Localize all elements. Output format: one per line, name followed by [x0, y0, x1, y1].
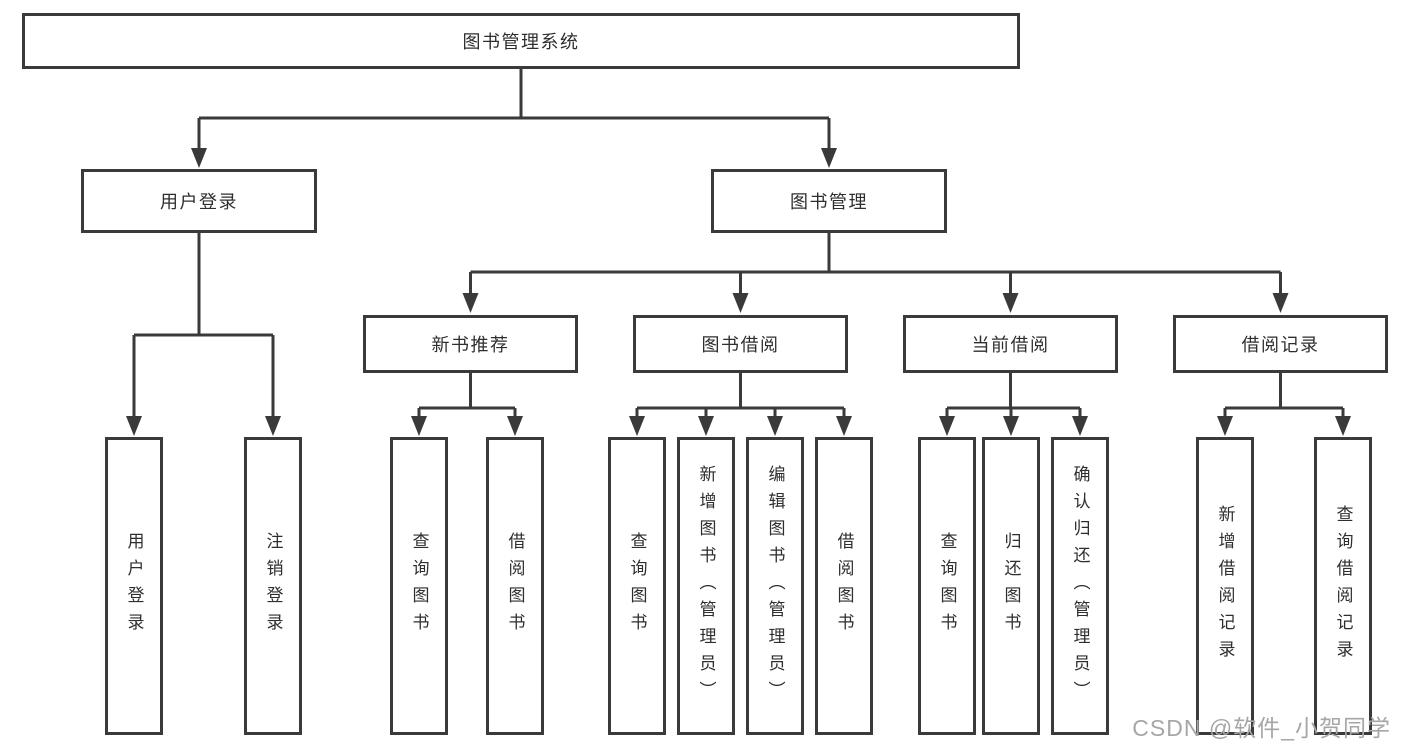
- leaf-bb-edit-books-admin-label: 编辑图书（管理员）: [765, 464, 785, 708]
- leaf-bb-borrow-books: 借阅图书: [815, 437, 873, 735]
- node-current-borrow: 当前借阅: [903, 315, 1118, 373]
- node-book-borrow: 图书借阅: [633, 315, 848, 373]
- leaf-br-query-borrow-record: 查询借阅记录: [1314, 437, 1372, 735]
- leaf-nb-query-books: 查询图书: [390, 437, 448, 735]
- leaf-nb-borrow-books: 借阅图书: [486, 437, 544, 735]
- leaf-cb-query-books: 查询图书: [918, 437, 976, 735]
- leaf-cb-confirm-return-admin-label: 确认归还（管理员）: [1070, 464, 1090, 708]
- node-root: 图书管理系统: [22, 13, 1020, 69]
- node-root-label: 图书管理系统: [462, 32, 580, 52]
- leaf-br-add-borrow-record: 新增借阅记录: [1196, 437, 1254, 735]
- leaf-bb-borrow-books-label: 借阅图书: [834, 532, 854, 640]
- node-borrow-records-label: 借阅记录: [1241, 335, 1320, 355]
- leaf-logout-label: 注销登录: [263, 532, 283, 640]
- node-current-borrow-label: 当前借阅: [971, 335, 1050, 355]
- node-user-login: 用户登录: [81, 169, 317, 233]
- leaf-bb-edit-books-admin: 编辑图书（管理员）: [746, 437, 804, 735]
- leaf-bb-query-books-label: 查询图书: [627, 532, 647, 640]
- node-book-borrow-label: 图书借阅: [701, 335, 780, 355]
- leaf-nb-borrow-books-label: 借阅图书: [505, 532, 525, 640]
- leaf-cb-return-books: 归还图书: [982, 437, 1040, 735]
- watermark: CSDN @软件_小贺同学: [1132, 715, 1391, 741]
- leaf-user-login-label: 用户登录: [124, 532, 144, 640]
- node-new-book-recommend: 新书推荐: [363, 315, 578, 373]
- leaf-nb-query-books-label: 查询图书: [409, 532, 429, 640]
- node-user-login-label: 用户登录: [160, 192, 238, 212]
- leaf-br-add-borrow-record-label: 新增借阅记录: [1215, 505, 1235, 667]
- leaf-cb-return-books-label: 归还图书: [1001, 532, 1021, 640]
- leaf-cb-confirm-return-admin: 确认归还（管理员）: [1051, 437, 1109, 735]
- leaf-logout: 注销登录: [244, 437, 302, 735]
- node-borrow-records: 借阅记录: [1173, 315, 1388, 373]
- leaf-bb-add-books-admin-label: 新增图书（管理员）: [696, 464, 716, 708]
- leaf-user-login: 用户登录: [105, 437, 163, 735]
- node-new-book-recommend-label: 新书推荐: [431, 335, 510, 355]
- leaf-cb-query-books-label: 查询图书: [937, 532, 957, 640]
- node-book-management: 图书管理: [711, 169, 947, 233]
- node-book-management-label: 图书管理: [790, 192, 868, 212]
- leaf-bb-add-books-admin: 新增图书（管理员）: [677, 437, 735, 735]
- leaf-br-query-borrow-record-label: 查询借阅记录: [1333, 505, 1353, 667]
- leaf-bb-query-books: 查询图书: [608, 437, 666, 735]
